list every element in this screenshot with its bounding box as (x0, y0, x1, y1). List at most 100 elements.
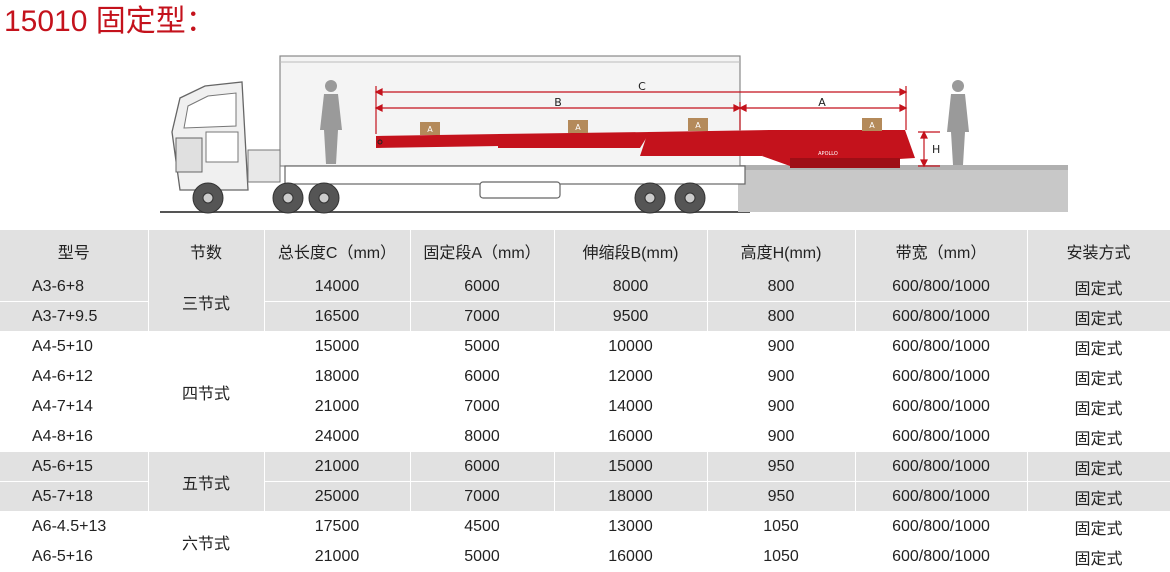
spec-table: 型号节数总长度C（mm）固定段A（mm）伸缩段B(mm)高度H(mm)带宽（mm… (0, 230, 1170, 572)
width-cell: 600/800/1000 (855, 511, 1028, 542)
height-cell: 1050 (707, 541, 856, 572)
install-cell: 固定式 (1027, 451, 1170, 482)
column-header: 带宽（mm） (855, 230, 1028, 272)
model-cell: A6-5+16 (0, 541, 149, 572)
model-cell: A5-6+15 (0, 451, 149, 482)
dimension-a-label: A (818, 96, 826, 109)
fixed-cell: 5000 (410, 331, 555, 362)
model-cell: A6-4.5+13 (0, 511, 149, 542)
model-cell: A3-7+9.5 (0, 301, 149, 332)
width-cell: 600/800/1000 (855, 331, 1028, 362)
page-title: 15010 固定型： (4, 5, 216, 38)
install-cell: 固定式 (1027, 481, 1170, 512)
table-header-row: 型号节数总长度C（mm）固定段A（mm）伸缩段B(mm)高度H(mm)带宽（mm… (0, 230, 1170, 272)
total-cell: 25000 (264, 481, 411, 512)
column-header: 伸缩段B(mm) (554, 230, 708, 272)
sections-cell: 四节式 (148, 331, 265, 452)
fixed-cell: 6000 (410, 361, 555, 392)
height-cell: 800 (707, 301, 856, 332)
total-cell: 21000 (264, 451, 411, 482)
wheels (192, 182, 706, 214)
telescopic-cell: 13000 (554, 511, 708, 542)
total-cell: 17500 (264, 511, 411, 542)
dimension-c-label: C (638, 80, 646, 93)
telescopic-cell: 15000 (554, 451, 708, 482)
dimension-b-label: B (554, 96, 562, 109)
column-header: 安装方式 (1027, 230, 1170, 272)
model-cell: A4-7+14 (0, 391, 149, 422)
box-label: A (869, 121, 875, 130)
install-cell: 固定式 (1027, 421, 1170, 452)
model-cell: A5-7+18 (0, 481, 149, 512)
dock-platform (738, 168, 1068, 212)
dock-top (738, 165, 1068, 170)
column-header: 总长度C（mm） (264, 230, 411, 272)
telescopic-cell: 8000 (554, 272, 708, 302)
telescopic-cell: 12000 (554, 361, 708, 392)
fixed-cell: 7000 (410, 391, 555, 422)
width-cell: 600/800/1000 (855, 451, 1028, 482)
telescopic-cell: 16000 (554, 541, 708, 572)
install-cell: 固定式 (1027, 301, 1170, 332)
install-cell: 固定式 (1027, 361, 1170, 392)
worker-dock-figure (947, 80, 969, 165)
telescopic-conveyor (376, 130, 915, 168)
telescopic-cell: 18000 (554, 481, 708, 512)
height-cell: 800 (707, 272, 856, 302)
column-header: 固定段A（mm） (410, 230, 555, 272)
height-cell: 900 (707, 331, 856, 362)
telescopic-cell: 10000 (554, 331, 708, 362)
width-cell: 600/800/1000 (855, 301, 1028, 332)
dimension-lines (374, 86, 940, 168)
height-cell: 950 (707, 481, 856, 512)
model-cell: A4-5+10 (0, 331, 149, 362)
width-cell: 600/800/1000 (855, 272, 1028, 302)
fixed-cell: 6000 (410, 451, 555, 482)
height-cell: 950 (707, 451, 856, 482)
total-cell: 24000 (264, 421, 411, 452)
install-cell: 固定式 (1027, 511, 1170, 542)
width-cell: 600/800/1000 (855, 541, 1028, 572)
column-header: 节数 (148, 230, 265, 272)
fixed-cell: 7000 (410, 481, 555, 512)
worker-inside-figure (320, 80, 342, 164)
fixed-cell: 6000 (410, 272, 555, 302)
model-cell: A3-6+8 (0, 272, 149, 302)
apollo-logo: APOLLO (818, 151, 838, 157)
telescopic-cell: 16000 (554, 421, 708, 452)
install-cell: 固定式 (1027, 331, 1170, 362)
height-cell: 900 (707, 421, 856, 452)
trailer-chassis (284, 165, 746, 185)
telescopic-cell: 9500 (554, 301, 708, 332)
total-cell: 15000 (264, 331, 411, 362)
width-cell: 600/800/1000 (855, 421, 1028, 452)
fixed-cell: 7000 (410, 301, 555, 332)
model-cell: A4-8+16 (0, 421, 149, 452)
total-cell: 16500 (264, 301, 411, 332)
conveyor-diagram: A A A A APOLLO C B A H (160, 55, 1068, 214)
sections-cell: 五节式 (148, 451, 265, 512)
column-header: 高度H(mm) (707, 230, 856, 272)
sections-cell: 三节式 (148, 272, 265, 332)
model-cell: A4-6+12 (0, 361, 149, 392)
box-label: A (575, 123, 581, 132)
dimension-h-label: H (932, 143, 940, 156)
width-cell: 600/800/1000 (855, 481, 1028, 512)
height-cell: 900 (707, 361, 856, 392)
fixed-cell: 8000 (410, 421, 555, 452)
height-cell: 1050 (707, 511, 856, 542)
total-cell: 18000 (264, 361, 411, 392)
install-cell: 固定式 (1027, 391, 1170, 422)
truck-cab (171, 81, 281, 191)
width-cell: 600/800/1000 (855, 361, 1028, 392)
total-cell: 21000 (264, 541, 411, 572)
column-header: 型号 (0, 230, 149, 272)
